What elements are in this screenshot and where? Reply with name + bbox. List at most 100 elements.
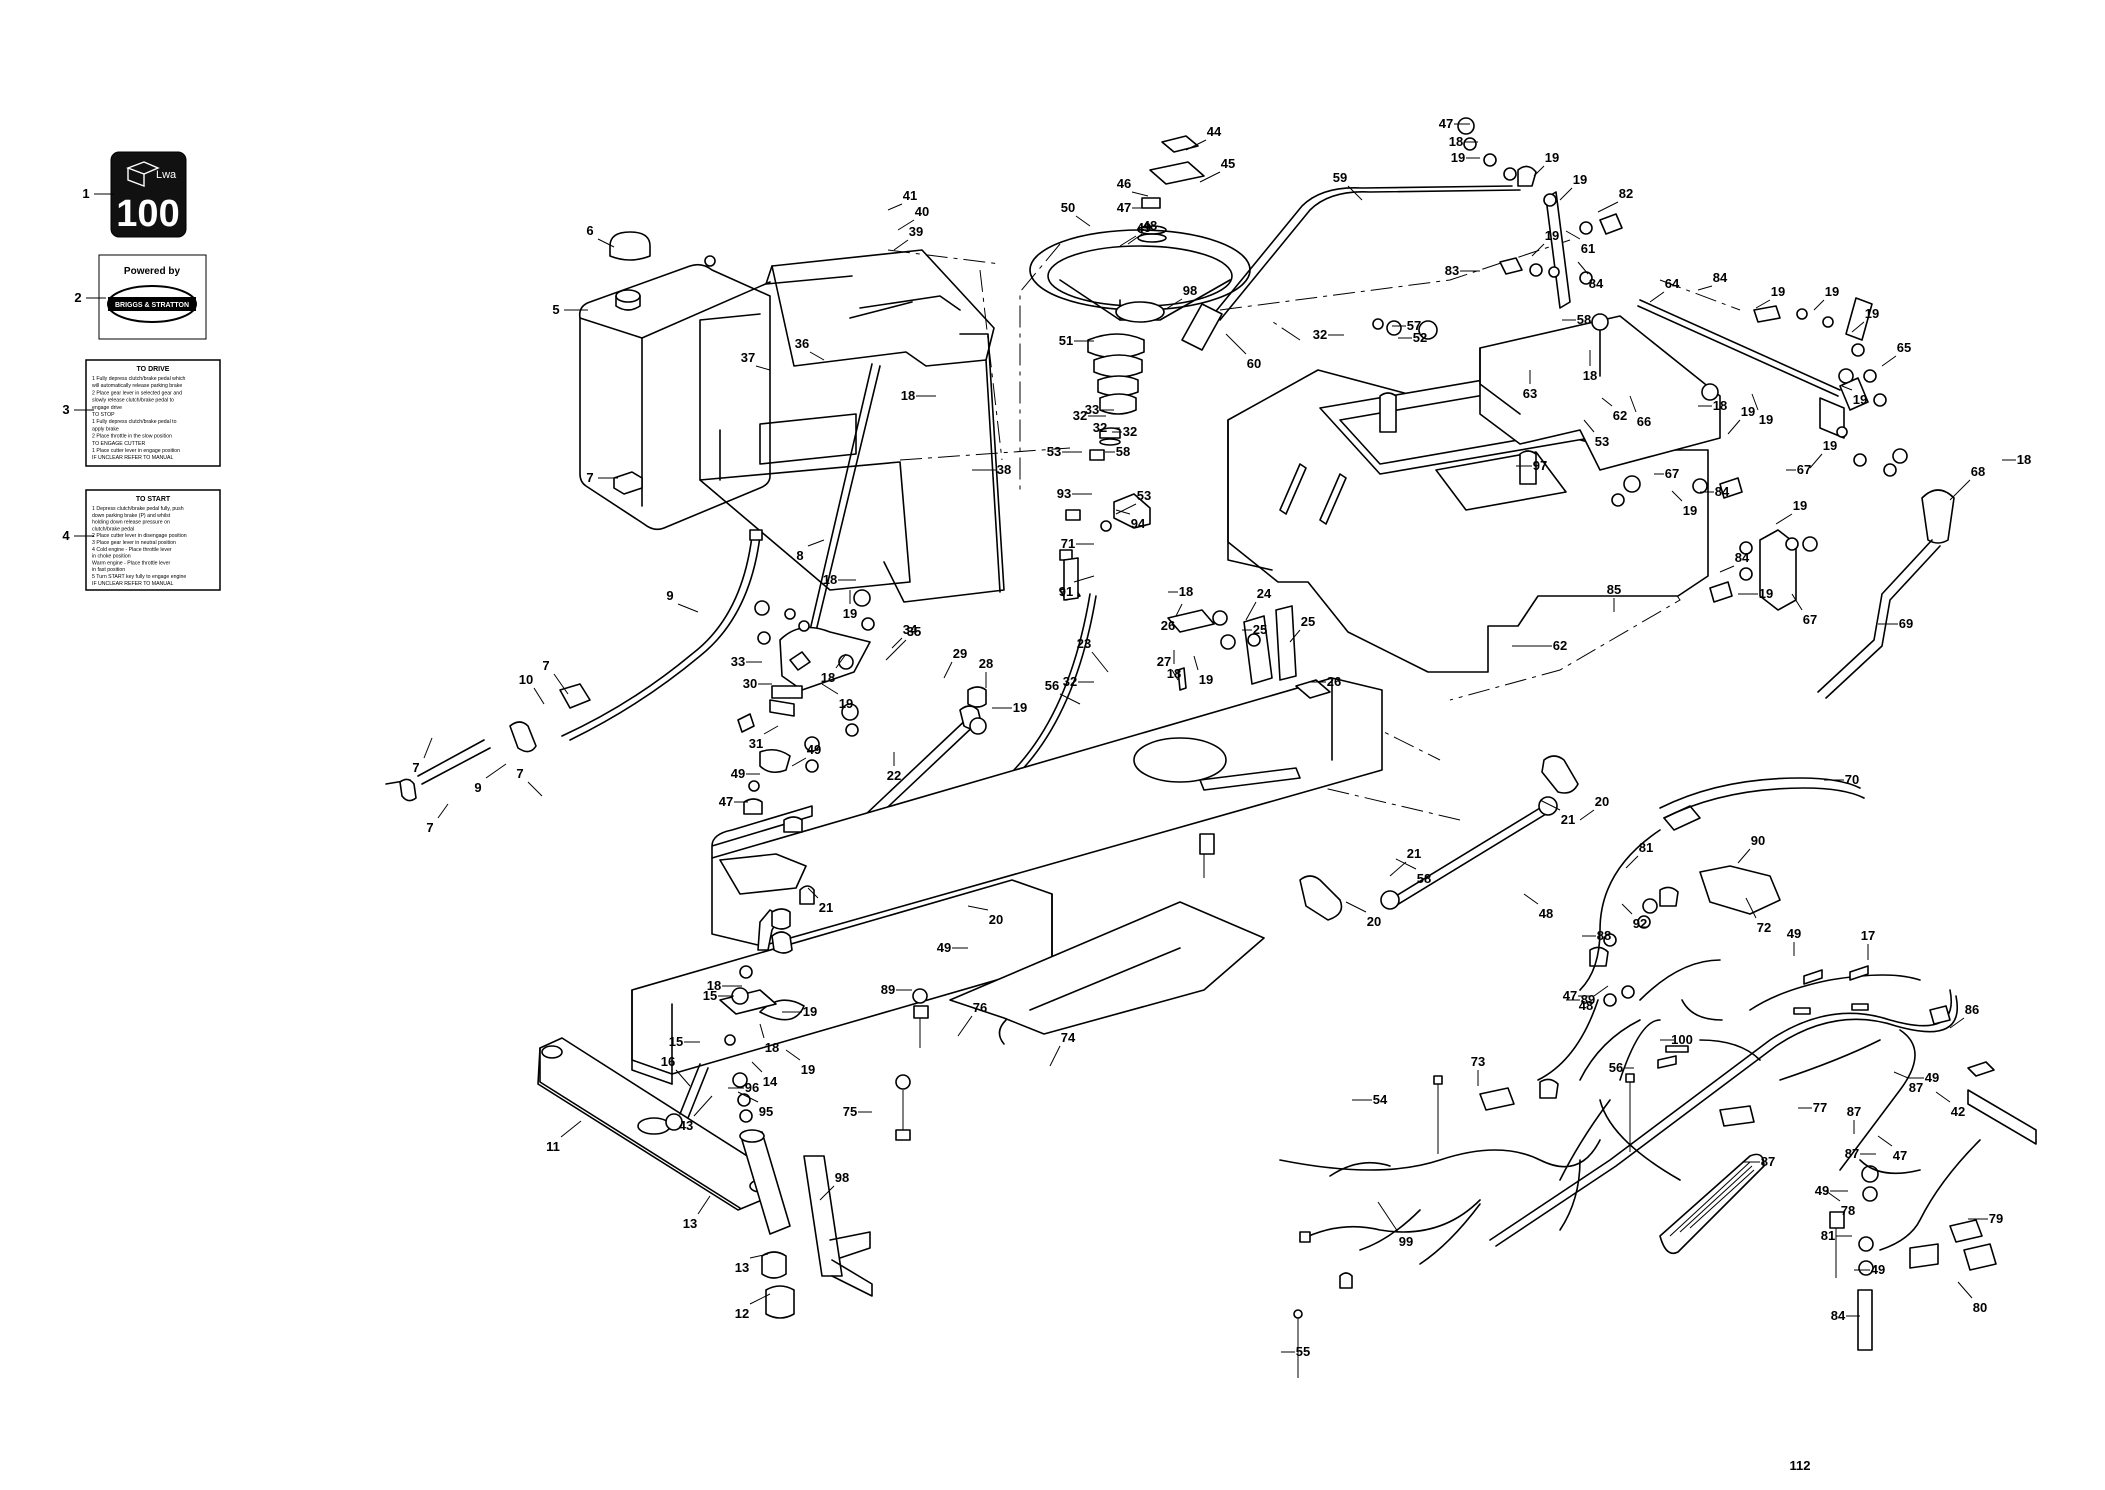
brand-text: BRIGGS & STRATTON xyxy=(115,302,189,309)
callout-76: 76 xyxy=(957,1000,987,1037)
callout-37: 37 xyxy=(741,350,771,371)
lever-62 xyxy=(1543,191,1571,309)
callout-72: 72 xyxy=(1745,897,1771,935)
callout-number: 98 xyxy=(1183,283,1197,298)
callout-leader xyxy=(1935,1091,1951,1103)
callout-number: 26 xyxy=(1161,618,1175,633)
callout-leader xyxy=(1073,575,1095,583)
callout-number: 7 xyxy=(586,470,593,485)
callout-leader xyxy=(1175,603,1183,617)
callout-leader xyxy=(791,757,807,767)
callout-7: 7 xyxy=(542,658,569,695)
callout-number: 26 xyxy=(1327,674,1341,689)
callout-number: 55 xyxy=(1296,1344,1310,1359)
callout-number: 112 xyxy=(1790,1458,1811,1473)
callout-number: 84 xyxy=(1713,270,1728,285)
callout-number: 7 xyxy=(426,820,433,835)
callout-number: 19 xyxy=(1545,228,1559,243)
callout-leader xyxy=(1809,453,1823,469)
spindle-99 xyxy=(803,1155,873,1297)
callout-leader xyxy=(1565,230,1581,240)
callout-leader xyxy=(1533,165,1545,177)
callout-leader xyxy=(1347,185,1363,201)
callout-35: 35 xyxy=(885,624,921,661)
powered-by-text: Powered by xyxy=(124,266,181,277)
callout-number: 53 xyxy=(1047,444,1061,459)
callout-number: 58 xyxy=(1116,444,1130,459)
callout-number: 32 xyxy=(1123,424,1137,439)
callout-17: 17 xyxy=(1861,928,1875,960)
callout-leader xyxy=(1119,235,1137,247)
callout-leader xyxy=(807,887,819,899)
callout-number: 18 xyxy=(1179,584,1193,599)
callout-19: 19 xyxy=(821,683,853,711)
callout-50: 50 xyxy=(1061,200,1091,227)
callout-leader xyxy=(697,1195,711,1215)
callout-leader xyxy=(1225,333,1247,355)
callout-9: 9 xyxy=(666,588,699,613)
callout-number: 50 xyxy=(1061,200,1075,215)
callout-leader xyxy=(1579,809,1595,821)
callout-leader xyxy=(1127,233,1143,245)
callout-49: 49 xyxy=(1119,220,1151,247)
callout-number: 19 xyxy=(839,696,853,711)
callout-number: 12 xyxy=(735,1306,749,1321)
callout-73: 73 xyxy=(1471,1054,1485,1086)
decal-line: slowly release clutch/brake pedal to xyxy=(92,398,174,404)
decal-line: clutch/brake pedal xyxy=(92,526,134,532)
callout-26: 26 xyxy=(1310,674,1341,689)
callout-65: 65 xyxy=(1881,340,1911,367)
fuel-line xyxy=(561,529,763,741)
conduit-100 xyxy=(1659,1153,1765,1255)
cutter-handle-60 xyxy=(1181,185,1521,351)
callout-67: 67 xyxy=(1786,462,1811,477)
callout-number: 18 xyxy=(1449,134,1463,149)
decal-noise-badge: Lwa 100 xyxy=(110,151,187,238)
callout-leader xyxy=(1755,299,1771,309)
callout-18: 18 xyxy=(823,572,856,587)
callout-number: 33 xyxy=(731,654,745,669)
callout-25: 25 xyxy=(1289,614,1315,643)
callout-labels: 1234567777789910111213131415151617181818… xyxy=(62,116,2031,1473)
callout-57: 57 xyxy=(1392,318,1421,333)
callout-number: 32 xyxy=(1063,674,1077,689)
callout-number: 5 xyxy=(552,302,559,317)
callout-68: 68 xyxy=(1949,464,1985,501)
callout-19: 19 xyxy=(1851,306,1879,333)
decal-line: 2 Place gear lever in selected gear and xyxy=(92,390,182,396)
callout-number: 52 xyxy=(1413,330,1427,345)
callout-number: 19 xyxy=(843,606,857,621)
callout-number: 39 xyxy=(909,224,923,239)
callout-leader xyxy=(1949,479,1971,501)
callout-number: 42 xyxy=(1951,1104,1965,1119)
callout-number: 48 xyxy=(1579,998,1593,1013)
callout-18: 18 xyxy=(901,388,936,403)
callout-41: 41 xyxy=(887,188,917,211)
callout-leader xyxy=(1877,1135,1893,1147)
callout-58: 58 xyxy=(1562,312,1591,327)
callout-number: 65 xyxy=(1897,340,1911,355)
callout-leader xyxy=(1957,1281,1973,1299)
callout-number: 47 xyxy=(1117,200,1131,215)
steering-wheel xyxy=(1029,229,1251,323)
callout-number: 43 xyxy=(679,1118,693,1133)
kingpin-16 xyxy=(665,1063,709,1131)
callout-74: 74 xyxy=(1049,1030,1076,1067)
callout-leader xyxy=(1881,355,1897,367)
callout-number: 19 xyxy=(801,1062,815,1077)
callout-19: 19 xyxy=(1671,490,1697,518)
steering-boot xyxy=(1087,333,1145,415)
callout-leader xyxy=(1583,419,1595,433)
decal-line: 5 Turn START key fully to engage engine xyxy=(92,574,186,580)
callout-53: 53 xyxy=(1047,444,1082,459)
callout-leader xyxy=(885,639,907,661)
callout-number: 59 xyxy=(1333,170,1347,185)
callout-49: 49 xyxy=(731,766,760,781)
callout-number: 38 xyxy=(997,462,1011,477)
callout-19: 19 xyxy=(785,1049,815,1077)
callout-10: 10 xyxy=(519,672,545,705)
callout-78: 78 xyxy=(1825,1190,1855,1218)
callout-31: 31 xyxy=(749,725,779,751)
footplate-right xyxy=(949,901,1265,1045)
callout-71: 71 xyxy=(1061,536,1094,551)
